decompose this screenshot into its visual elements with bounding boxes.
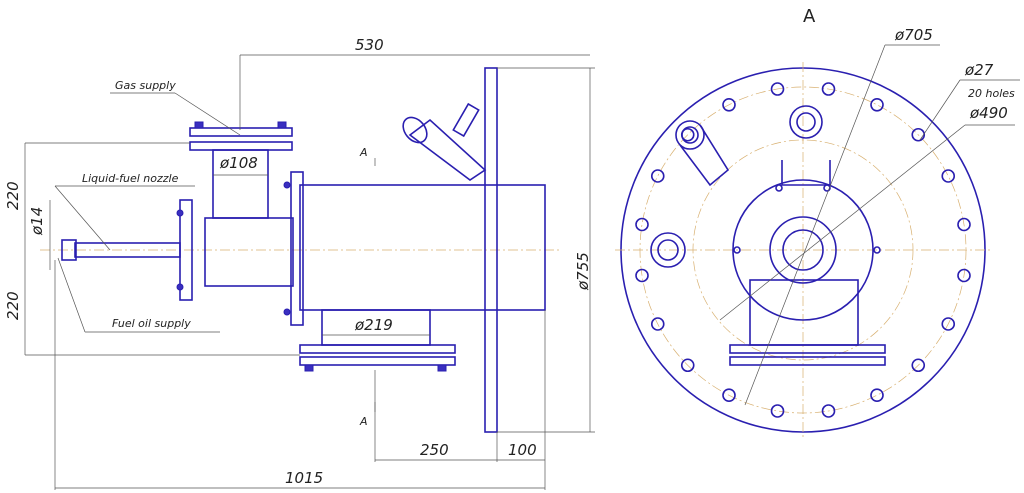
bolt-hole [680,358,695,373]
dim-705: ø705 [894,26,933,44]
dim-490: ø490 [969,104,1008,122]
dim-14: ø14 [28,207,46,236]
dim-27: ø27 [964,61,994,79]
left-flange [290,171,304,326]
dim-220-top: 220 [4,181,22,210]
nozzle-tube [74,242,181,258]
dim-108: ø108 [219,154,258,172]
side-view: 530 1015 250 100 ø755 ø108 ø219 220 220 … [4,36,595,490]
bolt-hole [870,97,884,112]
label-liquid-fuel-nozzle: Liquid-fuel nozzle [82,172,179,185]
bolt-hole [911,127,926,142]
dim-220-bottom: 220 [4,291,22,320]
bolt-hole [650,169,665,183]
bolt-hole [821,82,836,96]
label-fuel-oil-supply: Fuel oil supply [112,317,191,330]
bolt-hole [941,169,956,183]
bolt-hole [650,317,665,331]
bolt-hole [870,388,884,403]
bolt-hole [722,388,736,403]
view-label: A [803,6,816,27]
inner-pipe [204,217,294,287]
bolt-hole [770,82,785,96]
dim-250: 250 [420,441,449,459]
side-port [408,118,487,181]
view-a: A ø705 ø27 20 holes ø490 [615,6,1020,440]
nozzle-nut [61,239,77,261]
bolt-hole [635,217,649,232]
bolt-hole [957,217,971,232]
bolt-holes [635,82,971,418]
section-mark-top: A [359,146,368,159]
bottom-flange [299,356,456,366]
bolt-hole [941,317,956,331]
dim-219: ø219 [354,316,393,334]
dim-755: ø755 [574,252,592,291]
bolt-hole [770,404,785,418]
label-gas-supply: Gas supply [115,79,176,92]
bolt-hole [635,268,649,283]
main-tube [299,184,546,311]
bolt-hole [911,358,926,373]
gas-flange [189,141,293,151]
bolt-hole [722,97,736,112]
dim-1015: 1015 [285,469,323,487]
main-tube-circle [732,179,874,321]
dim-100: 100 [508,441,537,459]
hole-count-label: 20 holes [968,87,1015,100]
mounting-flange [484,67,498,433]
section-mark-bottom: A [359,415,368,428]
bolt-hole [957,268,971,283]
bolt-hole [821,404,836,418]
dim-530: 530 [355,36,384,54]
